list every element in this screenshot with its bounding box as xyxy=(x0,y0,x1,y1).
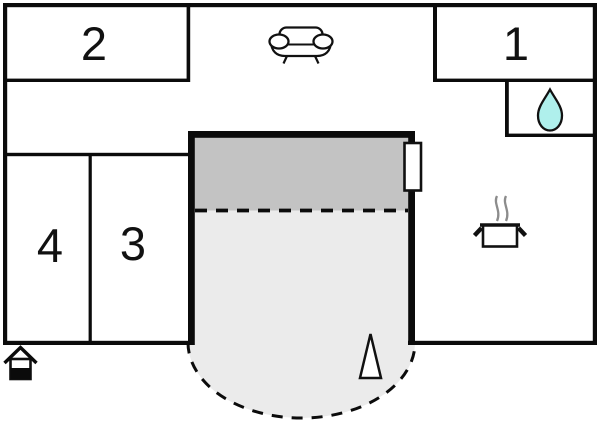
room1-left-wall xyxy=(433,3,437,82)
wall-bottom-left xyxy=(3,340,191,345)
sofa-icon xyxy=(268,26,334,64)
hall-zone-dark xyxy=(194,137,409,211)
wall-bottom-right xyxy=(408,340,597,345)
wall-top xyxy=(3,3,597,8)
rooms34-divider-wall xyxy=(88,156,92,341)
room-labels: 2 1 4 3 xyxy=(37,17,529,272)
room2-bottom-wall xyxy=(3,78,190,82)
terrace-dashed-arc xyxy=(186,341,417,420)
terrace-area xyxy=(186,341,417,420)
steam-line xyxy=(494,195,500,222)
room1-label: 1 xyxy=(503,17,529,70)
cooking-pot-icon xyxy=(472,195,528,248)
central-hall xyxy=(188,131,423,345)
room2-label: 2 xyxy=(81,17,107,70)
room3-label: 3 xyxy=(120,217,146,270)
wall-left xyxy=(3,3,8,345)
bath-bottom-wall xyxy=(505,133,597,137)
door-marker xyxy=(403,141,423,192)
rooms34-top-wall xyxy=(3,152,190,157)
room1-bottom-wall xyxy=(433,78,597,82)
hall-zone-light xyxy=(194,210,409,345)
bath-left-wall xyxy=(505,82,509,137)
tree-icon xyxy=(358,333,383,380)
interior-walls xyxy=(3,3,597,341)
room2-right-wall xyxy=(186,3,191,82)
outer-walls xyxy=(3,3,597,345)
wall-right xyxy=(592,3,597,345)
room4-label: 4 xyxy=(37,219,63,272)
water-drop-icon xyxy=(536,87,564,132)
house-entrance-icon xyxy=(3,345,38,381)
steam-line xyxy=(503,195,509,222)
